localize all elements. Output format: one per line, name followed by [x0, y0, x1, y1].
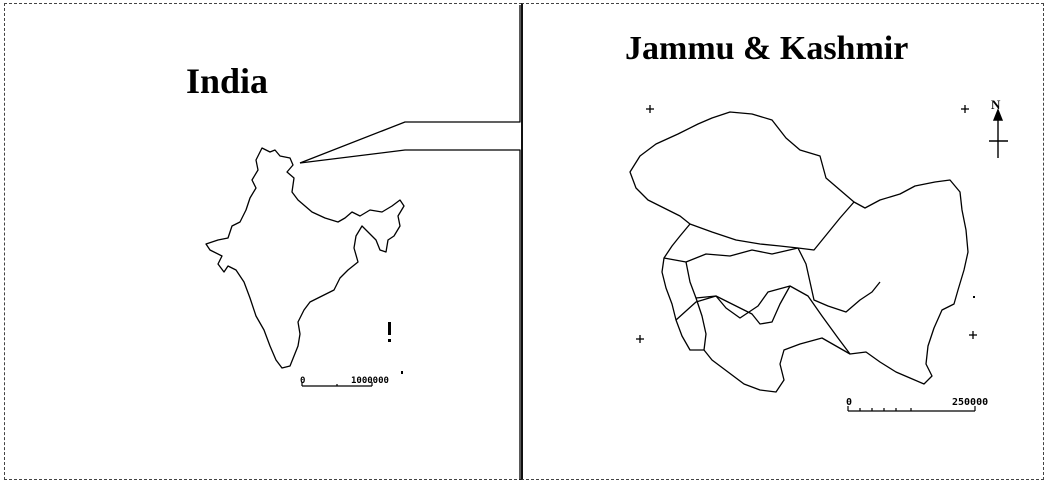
india-panel: [4, 3, 522, 480]
region-boundary-south: [695, 297, 707, 351]
india-mark: [388, 322, 391, 335]
region-boundary-north: [689, 201, 855, 251]
callout-lower-line: [299, 149, 521, 480]
north-arrow-icon: [989, 108, 1008, 158]
north-arrow-label: N: [991, 97, 1001, 112]
region-boundary-inner-west: [685, 261, 791, 325]
india-scale-bar: [301, 382, 373, 387]
jk-scale-min-label: 0: [846, 397, 853, 408]
jk-scale-bar: [847, 406, 976, 412]
jammu-kashmir-outline: [629, 111, 969, 393]
region-boundary-east: [797, 247, 881, 313]
callout-upper-line: [299, 5, 521, 164]
india-mark-dot: [388, 339, 391, 342]
jk-scale-max-label: 250000: [952, 397, 989, 408]
india-scale-max-label: 1000000: [351, 376, 389, 386]
jammu-kashmir-panel: [521, 3, 1044, 480]
india-outline: [205, 147, 405, 369]
india-scale-min-label: 0: [300, 376, 306, 386]
region-boundary-west: [663, 247, 799, 263]
jk-mark-dot: [973, 296, 975, 298]
india-tick: [401, 371, 403, 374]
jammu-kashmir-title: Jammu & Kashmir: [625, 30, 909, 67]
india-title: India: [186, 61, 269, 101]
graticule-crosses: [636, 105, 977, 343]
region-boundary-middle: [675, 285, 851, 355]
